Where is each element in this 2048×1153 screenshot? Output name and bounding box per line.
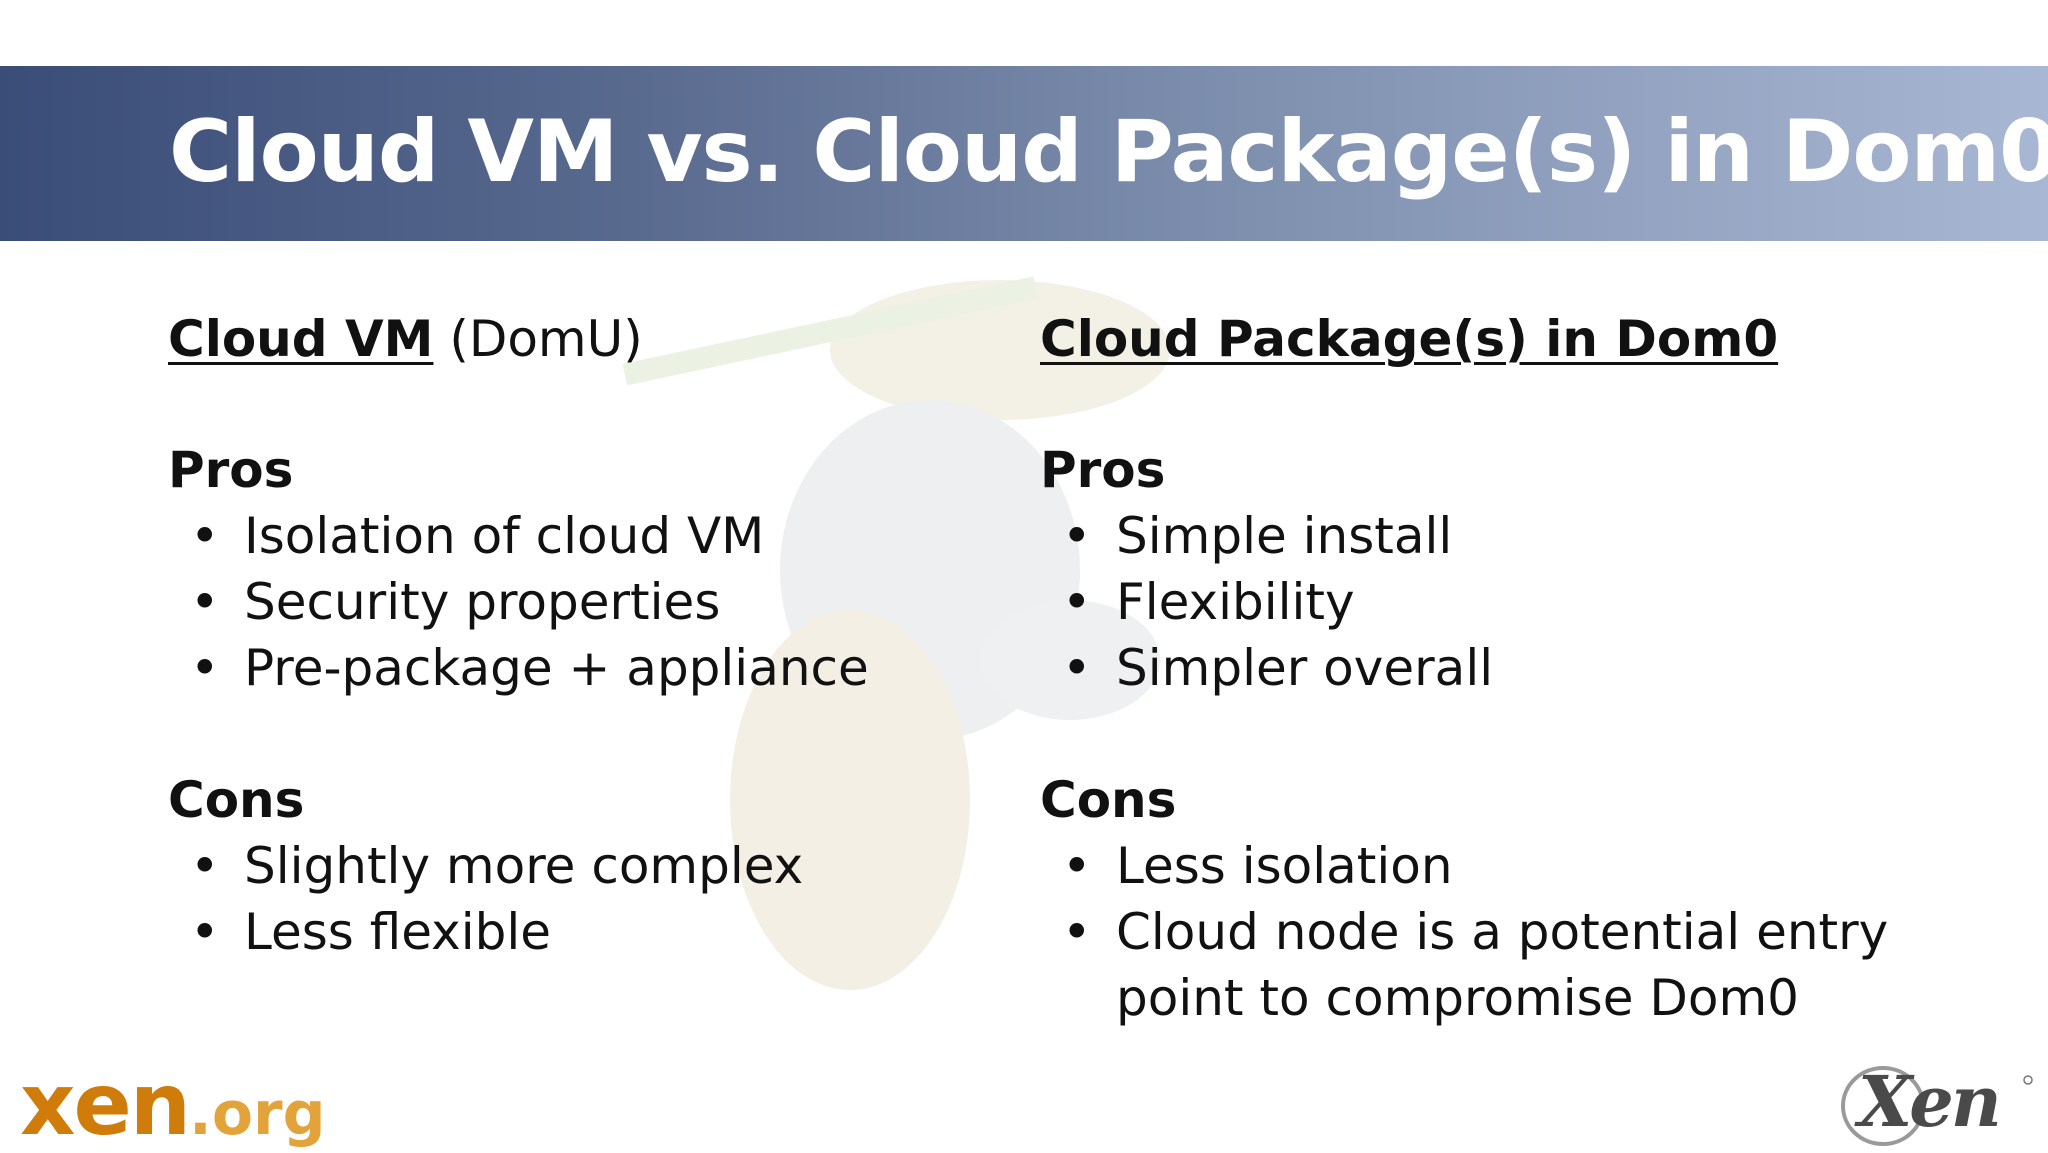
xen-swoosh-icon: [1841, 1066, 2033, 1146]
list-item: •Flexibility: [1040, 569, 1940, 635]
mascot-watermark-icon: [622, 276, 1170, 990]
right-column: Cloud Package(s) in Dom0 Pros •Simple in…: [1040, 306, 1940, 1097]
bullet-icon: •: [190, 837, 220, 895]
right-cons-label: Cons: [1040, 771, 1177, 829]
slide-title: Cloud VM vs. Cloud Package(s) in Dom0: [169, 102, 2048, 202]
bullet-icon: •: [190, 903, 220, 961]
list-item: •Slightly more complex: [168, 833, 988, 899]
list-item: •Simple install: [1040, 503, 1940, 569]
left-cons-list: •Slightly more complex •Less flexible: [168, 833, 988, 965]
bullet-icon: •: [1062, 639, 1092, 697]
bullet-icon: •: [1062, 837, 1092, 895]
right-column-heading: Cloud Package(s) in Dom0: [1040, 306, 1940, 372]
title-band: [0, 66, 2048, 241]
list-item: •Isolation of cloud VM: [168, 503, 988, 569]
right-heading-main: Cloud Package(s) in Dom0: [1040, 310, 1779, 368]
list-item: •Less isolation: [1040, 833, 1940, 899]
list-item: •Pre-package + appliance: [168, 635, 988, 701]
left-pros-list: •Isolation of cloud VM •Security propert…: [168, 503, 988, 701]
left-pros-label: Pros: [168, 441, 294, 499]
xen-org-logo: xen.org: [20, 1055, 326, 1153]
right-pros-label: Pros: [1040, 441, 1166, 499]
left-heading-suffix: (DomU): [433, 310, 643, 368]
logo-xen-word: Xen: [1858, 1060, 2002, 1143]
bullet-icon: •: [190, 507, 220, 565]
right-cons-list: •Less isolation •Cloud node is a potenti…: [1040, 833, 1940, 1031]
left-heading-main: Cloud VM: [168, 310, 434, 368]
bullet-icon: •: [190, 573, 220, 631]
list-item: •Cloud node is a potential entry point t…: [1040, 899, 1940, 1031]
bullet-icon: •: [1062, 573, 1092, 631]
logo-org-text: .org: [189, 1079, 326, 1149]
list-item: •Simpler overall: [1040, 635, 1940, 701]
list-item: •Less flexible: [168, 899, 988, 965]
right-pros-list: •Simple install •Flexibility •Simpler ov…: [1040, 503, 1940, 701]
left-column: Cloud VM (DomU) Pros •Isolation of cloud…: [168, 306, 988, 1031]
left-column-heading: Cloud VM (DomU): [168, 306, 988, 372]
list-item: •Security properties: [168, 569, 988, 635]
left-cons-label: Cons: [168, 771, 305, 829]
bullet-icon: •: [1062, 903, 1092, 961]
bullet-icon: •: [1062, 507, 1092, 565]
xen-logo: Xen: [1828, 1058, 2038, 1148]
bullet-icon: •: [190, 639, 220, 697]
logo-xen-text: xen: [20, 1055, 191, 1153]
